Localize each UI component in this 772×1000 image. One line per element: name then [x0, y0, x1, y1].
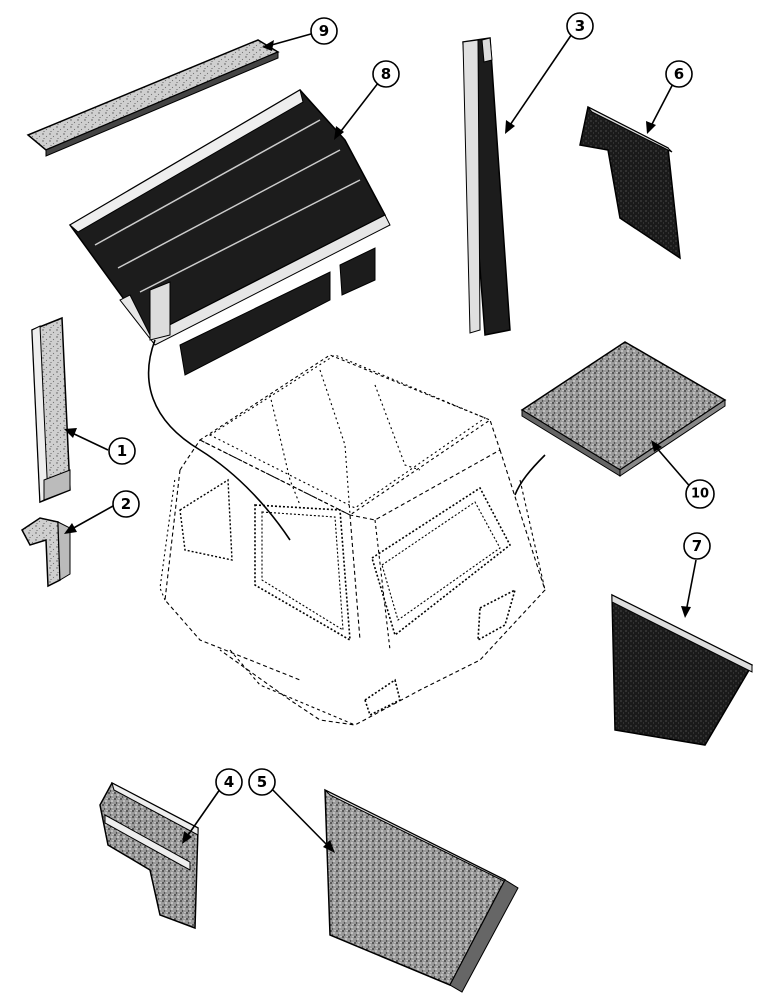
callout-5: 5: [248, 768, 276, 796]
part-4-lower-side-panel: [99, 781, 199, 930]
callout-10: 10: [685, 479, 715, 509]
placement-curves: [147, 339, 546, 541]
part-9-roof-pad: [26, 39, 280, 157]
callout-3: 3: [566, 12, 594, 40]
part-10-pad: [520, 341, 727, 477]
callout-6: 6: [665, 60, 693, 88]
callout-4-label: 4: [224, 773, 234, 791]
callout-4: 4: [215, 768, 243, 796]
part-1-left-trim: [31, 316, 71, 504]
callout-1-label: 1: [117, 442, 127, 460]
callout-8-label: 8: [381, 65, 391, 83]
callout-8: 8: [372, 60, 400, 88]
callout-10-label: 10: [691, 487, 709, 502]
callout-9-label: 9: [319, 22, 329, 40]
callout-6-label: 6: [674, 65, 684, 83]
callout-7: 7: [683, 532, 711, 560]
cab-phantom-outline: [159, 354, 546, 726]
part-6-upper-side-panel: [579, 105, 681, 260]
part-7-rear-panel: [611, 593, 754, 746]
leader-lines: [64, 27, 697, 853]
part-3-post-trim: [462, 37, 511, 336]
part-2-bracket: [21, 517, 71, 588]
part-8-headliner: [68, 89, 391, 376]
callout-9: 9: [310, 17, 338, 45]
part-5-floor-panel: [324, 788, 519, 993]
callout-2: 2: [112, 490, 140, 518]
callout-2-label: 2: [121, 495, 131, 513]
callout-3-label: 3: [575, 17, 585, 35]
callout-1: 1: [108, 437, 136, 465]
callout-7-label: 7: [692, 537, 702, 555]
callout-5-label: 5: [257, 773, 267, 791]
